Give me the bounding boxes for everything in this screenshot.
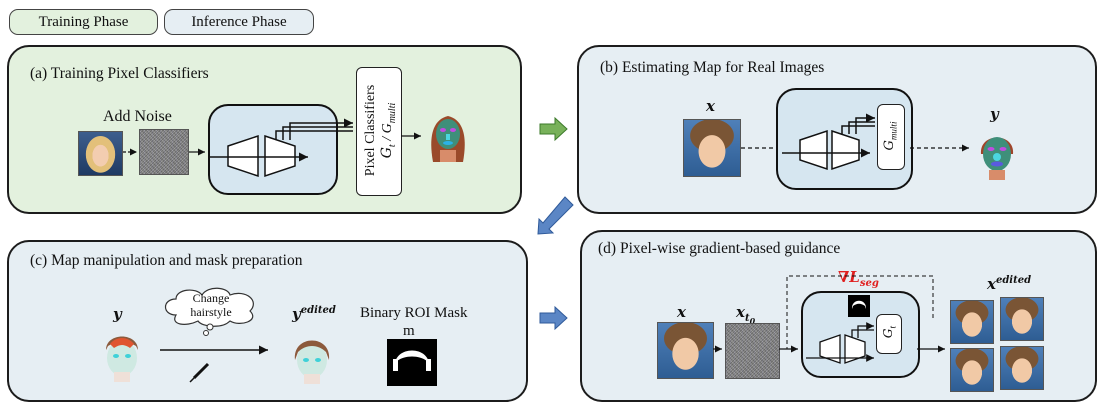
xt0-label: xt0 <box>736 303 756 326</box>
input-face-image-a <box>78 131 123 176</box>
input-face-image-d <box>657 322 714 379</box>
binary-roi-mask <box>387 339 437 386</box>
edited-face-1 <box>950 300 994 344</box>
hair-map-c <box>100 326 144 382</box>
panel-b-title: (b) Estimating Map for Real Images <box>600 59 825 76</box>
panel-a-title: (a) Training Pixel Classifiers <box>30 65 209 82</box>
mask-icon-d <box>848 295 870 317</box>
panel-d-title: (d) Pixel-wise gradient-based guidance <box>598 240 841 257</box>
pixel-classifier-box-a <box>356 67 402 196</box>
hair-map-edited-c <box>290 330 334 384</box>
y-label-c: y <box>113 305 122 323</box>
segmentation-map-b <box>973 124 1021 180</box>
y-edited-label: yedited <box>292 305 336 323</box>
panel-c <box>7 240 528 402</box>
x-label-d: x <box>677 303 686 321</box>
loss-label: ∇Lseg <box>838 268 879 289</box>
binary-roi-mask-label: Binary ROI Mask <box>360 305 468 321</box>
panel-c-title: (c) Map manipulation and mask preparatio… <box>30 252 303 269</box>
add-noise-label: Add Noise <box>103 108 172 125</box>
edited-face-2 <box>1000 297 1044 341</box>
training-phase-tag: Training Phase <box>9 9 158 35</box>
y-label-b: y <box>990 105 999 123</box>
pixel-classifier-box-d <box>876 314 902 354</box>
noisy-image-a <box>139 129 189 175</box>
pixel-classifier-box-b <box>877 104 905 170</box>
mask-var-label: m <box>403 323 415 339</box>
edited-face-4 <box>1000 346 1044 390</box>
noisy-image-d <box>725 323 780 379</box>
input-face-image-b <box>683 119 741 177</box>
edited-face-3 <box>950 348 994 392</box>
thought-cloud <box>160 285 263 327</box>
segmentation-map-a <box>425 110 471 162</box>
inference-phase-tag: Inference Phase <box>164 9 314 35</box>
x-label-b: x <box>706 97 715 115</box>
thought-cloud-text: Change hairstyle <box>190 291 232 319</box>
x-edited-label: xedited <box>987 275 1032 293</box>
